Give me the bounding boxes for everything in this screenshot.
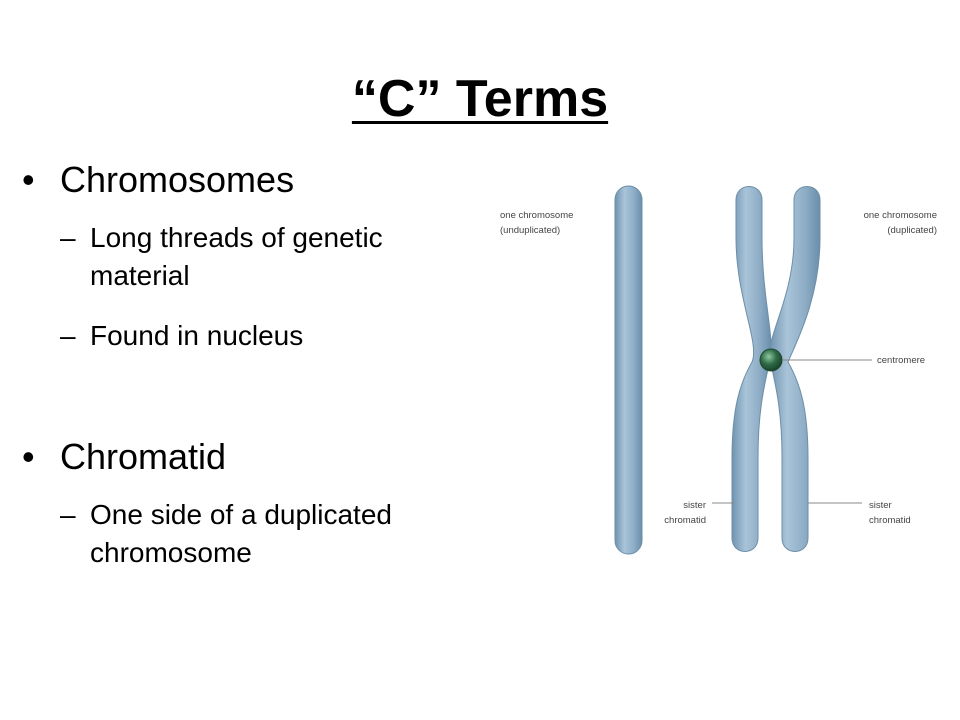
slide-title: “C” Terms bbox=[351, 70, 609, 128]
unduplicated-chromosome bbox=[614, 185, 643, 555]
subpoint-line: material bbox=[90, 260, 190, 291]
subpoint-found-in-nucleus: – Found in nucleus bbox=[60, 318, 485, 356]
subpoint-line: Found in nucleus bbox=[90, 320, 304, 351]
centromere bbox=[759, 348, 783, 372]
label-duplicated-line2: (duplicated) bbox=[887, 225, 937, 236]
label-centromere: centromere bbox=[877, 355, 925, 366]
label-unduplicated-line1: one chromosome bbox=[500, 210, 573, 221]
bullet-chromosomes: • Chromosomes bbox=[22, 160, 482, 202]
label-unduplicated-line2: (unduplicated) bbox=[500, 225, 560, 236]
bullet-dot: • bbox=[22, 436, 35, 477]
chromosome-diagram: one chromosome (unduplicated) one chromo… bbox=[500, 185, 937, 555]
bullet-term: Chromosomes bbox=[60, 159, 295, 200]
subpoint-line: Long threads of genetic bbox=[90, 222, 383, 253]
subpoint-line: One side of a duplicated bbox=[90, 499, 392, 530]
label-duplicated-line1: one chromosome bbox=[864, 210, 937, 221]
label-sister-right-line2: chromatid bbox=[869, 515, 911, 526]
label-sister-right-line1: sister bbox=[869, 500, 892, 511]
subpoint-line: chromosome bbox=[90, 537, 252, 568]
subpoint-long-threads: – Long threads of genetic material bbox=[60, 220, 485, 296]
subpoint-dash: – bbox=[60, 499, 76, 530]
label-sister-left-line2: chromatid bbox=[664, 515, 706, 526]
subpoint-one-side: – One side of a duplicated chromosome bbox=[60, 497, 483, 573]
subpoint-dash: – bbox=[60, 222, 76, 253]
label-sister-left-line1: sister bbox=[683, 500, 706, 511]
bullet-term: Chromatid bbox=[60, 436, 227, 477]
left-chromatid bbox=[731, 186, 772, 552]
subpoint-dash: – bbox=[60, 320, 76, 351]
bullet-dot: • bbox=[22, 159, 35, 200]
bullet-chromatid: • Chromatid bbox=[22, 437, 482, 479]
